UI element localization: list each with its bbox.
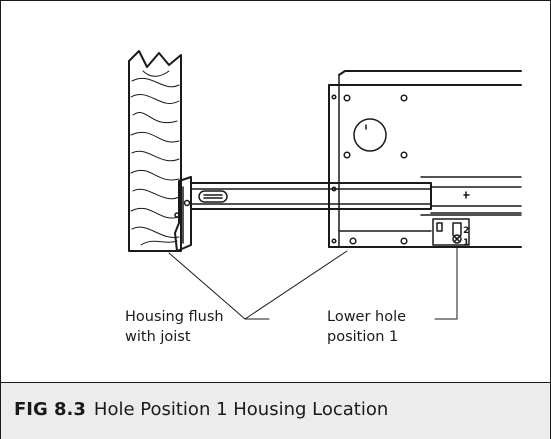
callout-housing-flush: Housing flush with joist xyxy=(125,307,224,347)
hole-plate xyxy=(432,218,470,246)
callout-lower-hole-line1: Lower hole xyxy=(327,309,407,325)
callout-housing-flush-line2: with joist xyxy=(125,329,191,345)
motor-housing xyxy=(328,70,522,248)
technical-drawing: 2 1 xyxy=(1,1,550,381)
figure-number: FIG 8.3 xyxy=(14,399,86,420)
bracket-mark-upper: 2 xyxy=(463,226,469,236)
housing-bracket xyxy=(174,176,192,252)
callout-housing-flush-line1: Housing flush xyxy=(125,309,224,325)
wood-joist xyxy=(128,50,182,252)
callout-lower-hole-line2: position 1 xyxy=(327,329,399,345)
figure-title: Hole Position 1 Housing Location xyxy=(93,399,389,420)
figure-caption: FIG 8.3 Hole Position 1 Housing Location xyxy=(14,399,388,420)
caption-bar: FIG 8.3 Hole Position 1 Housing Location xyxy=(1,382,550,439)
leader-lines xyxy=(168,246,458,320)
bracket-mark-lower: 1 xyxy=(463,238,469,248)
slide-rail xyxy=(190,182,522,214)
callout-lower-hole: Lower hole position 1 xyxy=(327,307,406,347)
